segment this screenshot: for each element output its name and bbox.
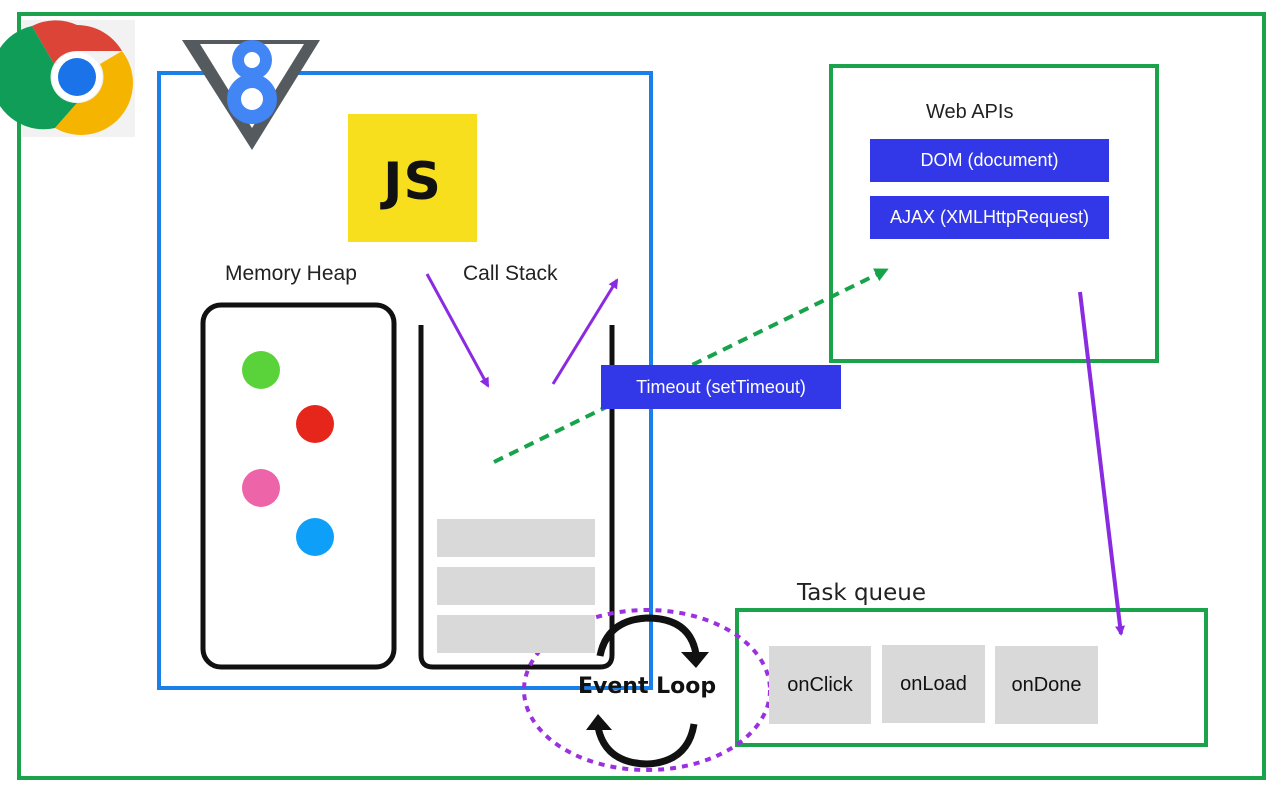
browser-frame (17, 12, 1266, 780)
arrow-out-of-call-stack (551, 278, 619, 385)
arrow-into-call-stack (425, 273, 490, 388)
task-queue-label: Task queue (797, 580, 927, 606)
task-queue-item-onclick: onClick (769, 646, 871, 724)
event-loop-arrowhead-bottom (586, 714, 612, 730)
call-stack-label: Call Stack (463, 262, 558, 285)
web-apis-box (829, 64, 1159, 363)
call-stack-container (418, 325, 615, 670)
event-loop-arrowhead-top (681, 652, 709, 668)
task-queue-item-onload: onLoad (882, 645, 985, 723)
memory-heap-container (200, 302, 397, 670)
js-logo-text: JS (383, 152, 442, 212)
event-loop-label: Event Loop (578, 674, 717, 699)
heap-object-red (296, 405, 334, 443)
dashed-arrow-to-web-apis (493, 268, 889, 464)
heap-object-blue (296, 518, 334, 556)
call-stack-frame (437, 615, 595, 653)
heap-object-pink (242, 469, 280, 507)
heap-object-green (242, 351, 280, 389)
task-queue-box (735, 608, 1208, 747)
arrow-webapis-to-taskqueue (1078, 291, 1126, 636)
web-api-dom: DOM (document) (870, 139, 1109, 182)
call-stack-frame (437, 519, 595, 557)
event-loop-cycle-icon (594, 614, 700, 768)
web-api-ajax: AJAX (XMLHttpRequest) (870, 196, 1109, 239)
v8-logo-icon (182, 40, 320, 150)
memory-heap-label: Memory Heap (225, 262, 357, 285)
task-queue-item-ondone: onDone (995, 646, 1098, 724)
web-apis-label: Web APIs (926, 101, 1014, 123)
call-stack-frame (437, 567, 595, 605)
web-api-timeout: Timeout (setTimeout) (601, 365, 841, 409)
chrome-logo-icon (0, 20, 135, 137)
js-logo-icon: JS (348, 114, 477, 242)
